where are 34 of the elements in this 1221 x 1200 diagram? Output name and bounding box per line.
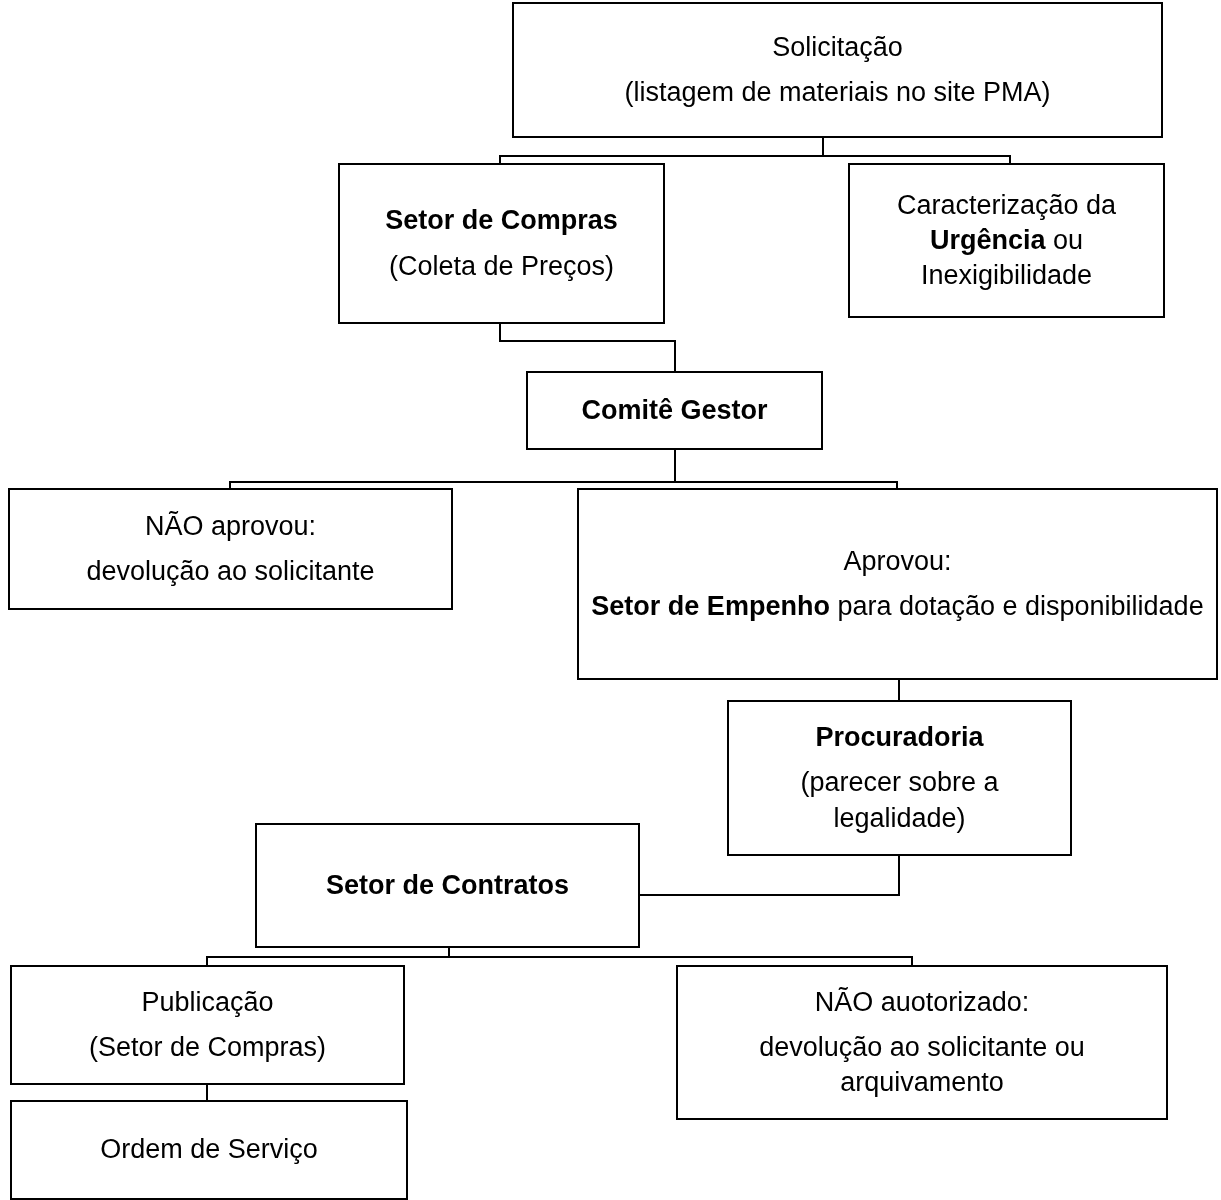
process-box <box>10 1100 408 1200</box>
connector-line <box>898 679 900 701</box>
connector-line <box>499 323 676 372</box>
connector-line <box>206 1084 208 1101</box>
connector-line <box>822 137 1011 164</box>
box-text: devolução ao solicitante <box>86 555 375 588</box>
box-heading: Setor de Compras <box>385 204 618 238</box>
process-box <box>727 700 1072 856</box>
box-text: (Setor de Compras) <box>88 1031 327 1064</box>
connector-line <box>639 855 900 896</box>
process-box <box>338 163 665 324</box>
box-text: (parecer sobre a legalidade) <box>799 766 1000 835</box>
process-box <box>577 488 1218 680</box>
process-box <box>255 823 640 948</box>
box-heading: Aprovou: <box>843 544 952 578</box>
process-box <box>512 2 1163 138</box>
box-text: Setor de Empenho para dotação e disponibilidade <box>591 590 1204 623</box>
box-heading: NÃO aprovou: <box>144 509 317 543</box>
process-box <box>676 965 1168 1120</box>
box-text: (listagem de materiais no site PMA) <box>624 76 1051 109</box>
box-text: devolução ao solicitante ou arquivamento <box>758 1030 1086 1100</box>
box-text: Setor de Contratos <box>326 868 569 902</box>
process-box <box>10 965 405 1085</box>
box-heading: Publicação <box>141 985 274 1019</box>
process-box <box>8 488 453 610</box>
box-text: (Coleta de Preços) <box>388 249 615 283</box>
box-text: Ordem de Serviço <box>100 1133 318 1167</box>
process-box <box>848 163 1165 318</box>
process-box <box>526 371 823 450</box>
box-heading: Solicitação <box>772 30 903 64</box>
box-heading: Procuradoria <box>815 721 984 755</box>
box-heading: NÃO auotorizado: <box>814 985 1030 1019</box>
box-text: Caracterização da Urgência ou Inexigibilidade <box>895 188 1118 293</box>
box-text: Comitê Gestor <box>581 393 768 427</box>
